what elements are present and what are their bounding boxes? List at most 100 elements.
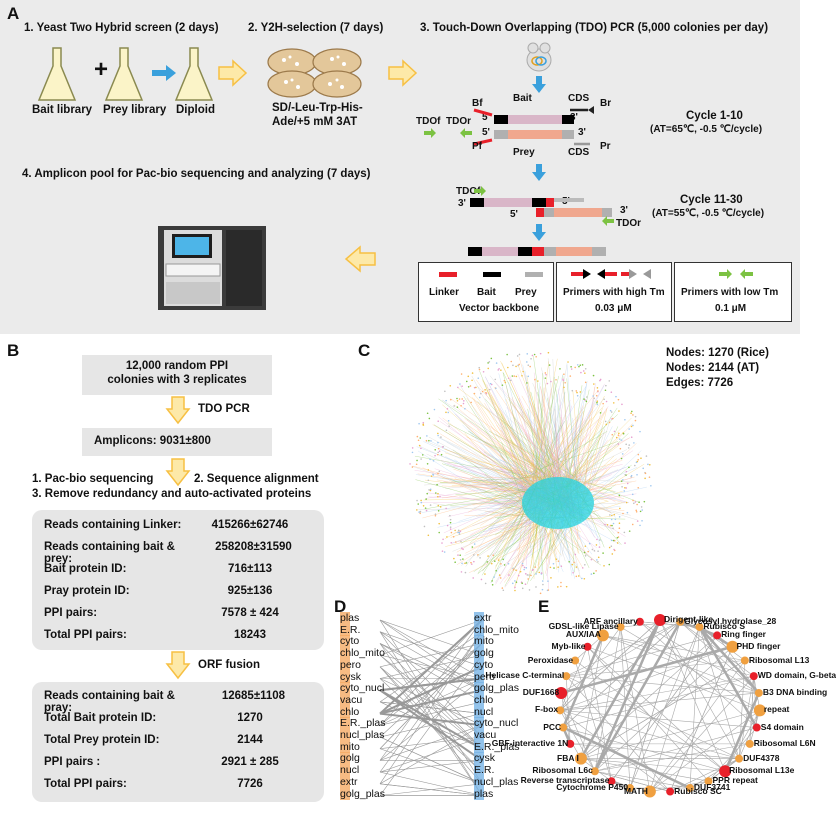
network-node bbox=[445, 507, 447, 510]
domain-edge bbox=[565, 676, 571, 744]
tdor-label: TDOr bbox=[616, 218, 641, 229]
five-prime-label: 5' bbox=[482, 112, 490, 123]
domain-edge bbox=[602, 635, 745, 661]
network-node bbox=[531, 569, 534, 571]
network-node bbox=[509, 379, 512, 382]
domain-edge bbox=[559, 710, 671, 792]
network-node bbox=[482, 370, 485, 373]
step-1-title: 1. Yeast Two Hybrid screen (2 days) bbox=[24, 22, 219, 34]
network-node bbox=[636, 520, 639, 522]
network-node bbox=[592, 395, 594, 397]
start-line-1: 12,000 random PPI bbox=[125, 360, 229, 372]
network-node bbox=[606, 523, 609, 526]
network-node bbox=[650, 484, 652, 487]
network-node bbox=[622, 512, 624, 515]
network-node bbox=[457, 529, 460, 532]
domain-edge bbox=[689, 626, 700, 789]
overlapped-construct bbox=[470, 186, 614, 226]
start-box: 12,000 random PPI colonies with 3 replic… bbox=[82, 355, 272, 395]
network-node bbox=[526, 382, 528, 384]
network-node bbox=[565, 585, 568, 588]
network-node bbox=[579, 364, 582, 367]
domain-edge bbox=[689, 758, 740, 789]
network-node bbox=[644, 477, 646, 480]
right-loc-item: pero bbox=[474, 670, 496, 683]
domain-label: repeat bbox=[763, 704, 790, 715]
network-node bbox=[420, 499, 422, 502]
network-node bbox=[603, 398, 605, 401]
network-core-cluster bbox=[522, 477, 594, 529]
network-node bbox=[612, 539, 615, 542]
network-node bbox=[429, 489, 432, 492]
yellow-arrow-left-icon bbox=[344, 245, 376, 273]
domain-edge bbox=[659, 619, 726, 772]
bf-primer bbox=[473, 108, 493, 117]
five-prime-label: 5' bbox=[510, 209, 518, 220]
network-node bbox=[429, 488, 432, 491]
network-node bbox=[562, 378, 564, 381]
network-node bbox=[461, 562, 463, 565]
domain-network bbox=[555, 614, 766, 798]
bait-prey-constructs bbox=[473, 106, 594, 146]
network-node bbox=[420, 501, 423, 504]
network-node bbox=[623, 490, 626, 492]
network-node bbox=[453, 405, 455, 407]
network-node bbox=[584, 372, 586, 374]
network-node bbox=[453, 557, 455, 560]
network-node bbox=[447, 419, 450, 422]
right-loc-item: chlo bbox=[474, 693, 494, 706]
flask-illustrations bbox=[37, 47, 214, 101]
localization-edge bbox=[379, 619, 483, 715]
network-node bbox=[421, 454, 424, 456]
domain-node bbox=[590, 767, 599, 776]
network-node bbox=[488, 388, 491, 391]
network-node bbox=[422, 504, 425, 507]
network-node bbox=[530, 574, 532, 577]
network-node bbox=[438, 450, 441, 453]
domain-edge bbox=[679, 621, 760, 694]
domain-label: ARF ancillary bbox=[583, 615, 638, 626]
network-node bbox=[613, 430, 616, 433]
results-table-1: Reads containing Linker:415266±62746 Rea… bbox=[32, 510, 324, 650]
domain-node bbox=[713, 631, 722, 640]
network-node bbox=[581, 364, 584, 366]
domain-node bbox=[735, 754, 744, 763]
left-loc-item: plas bbox=[340, 612, 360, 624]
network-node bbox=[611, 433, 614, 436]
domain-edge bbox=[594, 626, 621, 772]
table-row: Reads containing bait & pray:12685±1108 bbox=[44, 690, 286, 714]
seq-step-2: 2. Sequence alignment bbox=[194, 473, 319, 485]
network-node bbox=[471, 379, 473, 382]
domain-edge bbox=[594, 743, 750, 772]
network-node bbox=[524, 583, 527, 586]
network-node bbox=[418, 444, 421, 447]
network-node bbox=[644, 472, 647, 475]
network-node bbox=[445, 429, 448, 432]
network-node bbox=[425, 498, 427, 500]
network-node bbox=[507, 377, 510, 380]
network-node bbox=[477, 377, 480, 380]
network-node bbox=[478, 366, 481, 369]
network-node bbox=[419, 510, 422, 513]
left-loc-item: chlo_mito bbox=[340, 647, 385, 660]
network-node bbox=[501, 587, 504, 589]
yellow-arrow-icon bbox=[388, 59, 418, 87]
network-node bbox=[618, 438, 621, 440]
network-node bbox=[445, 399, 447, 402]
network-node bbox=[616, 536, 619, 539]
network-node bbox=[593, 550, 596, 552]
domain-edge bbox=[566, 621, 681, 677]
network-node bbox=[534, 566, 537, 568]
localization-edge bbox=[379, 631, 483, 773]
network-node bbox=[497, 559, 500, 561]
domain-node bbox=[719, 765, 732, 778]
network-node bbox=[626, 511, 629, 514]
network-node bbox=[437, 509, 440, 512]
network-node bbox=[605, 400, 608, 403]
blue-down-arrow-icon bbox=[532, 76, 546, 93]
domain-edge bbox=[563, 727, 726, 772]
three-prime-label: 3' bbox=[578, 127, 586, 138]
network-node bbox=[615, 395, 617, 398]
network-node bbox=[531, 354, 534, 357]
